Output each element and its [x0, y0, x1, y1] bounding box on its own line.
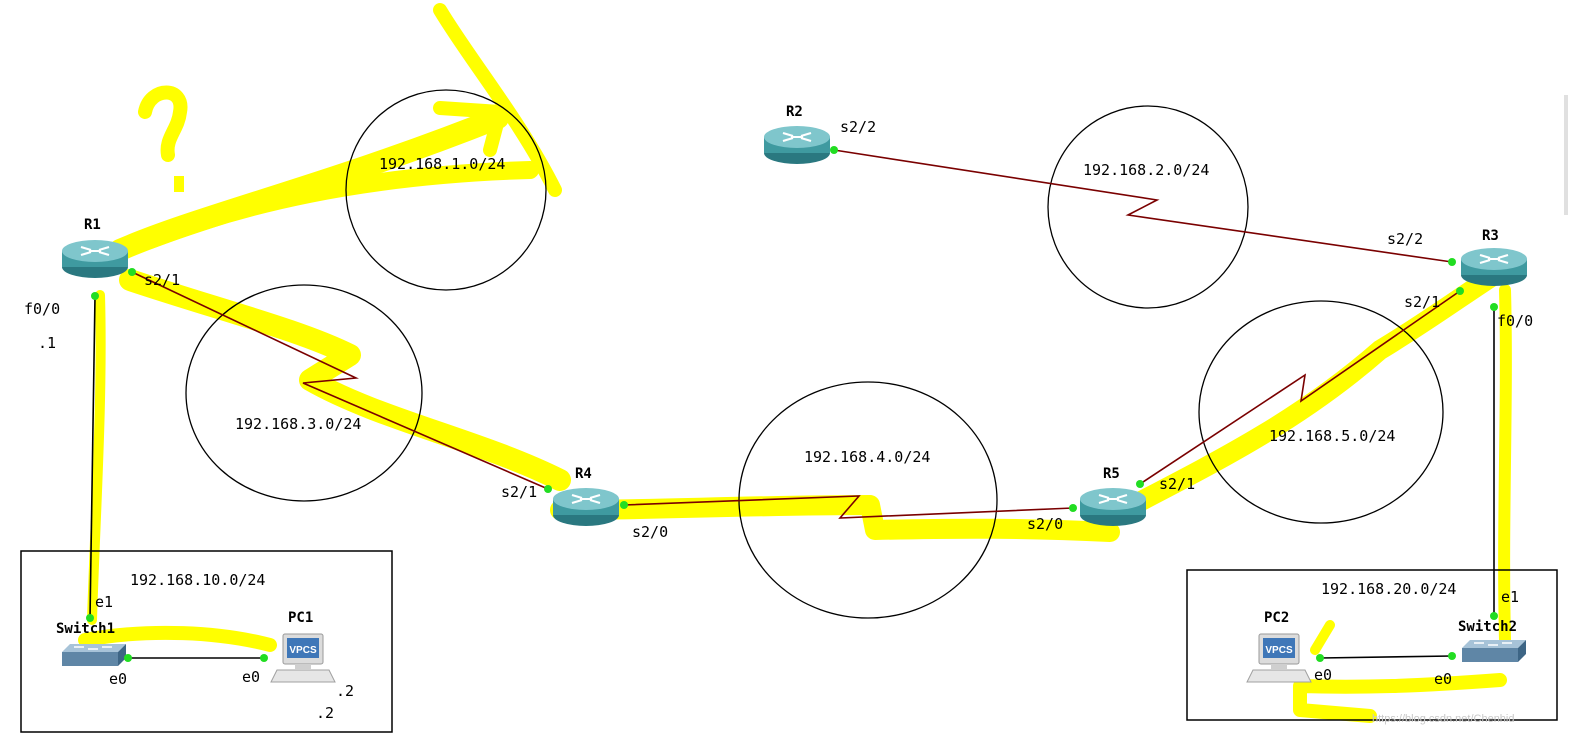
port-dot-r4-s2-0 [620, 501, 628, 509]
device-label-r2: R2 [786, 104, 803, 120]
iface-label-r2-s2-2: s2/2 [840, 118, 876, 136]
port-dot-r3-s2-2 [1448, 258, 1456, 266]
highlight-arrowhead [433, 101, 507, 157]
watermark-text: https://blog.csdn.net/Chenhid [1372, 713, 1514, 725]
router-r4[interactable] [551, 486, 621, 528]
lan-box-192-168-10 [20, 550, 393, 733]
iface-label-pc1-addr-a: .2 [336, 682, 354, 700]
net-circle-192-168-3 [185, 284, 423, 502]
vpcs-badge-pc2: VPCS [1265, 645, 1293, 656]
network-label-192-168-5: 192.168.5.0/24 [1269, 427, 1395, 445]
iface-label-sw2-e0: e0 [1434, 670, 1452, 688]
port-dot-r2-s2-2 [830, 146, 838, 154]
question-mark-annotation [138, 85, 188, 192]
link-r1-switch1[interactable] [89, 295, 96, 619]
highlight-layer [78, 3, 1520, 723]
link-r2-r3-serial[interactable] [833, 149, 1453, 263]
link-r1-r4-serial[interactable] [131, 271, 549, 490]
iface-label-pc2-e0: e0 [1314, 666, 1332, 684]
highlight-sw2-pc2 [1293, 673, 1507, 723]
port-dot-pc1-e0 [260, 654, 268, 662]
pc-pc2[interactable]: VPCS [1246, 633, 1312, 683]
network-label-192-168-3: 192.168.3.0/24 [235, 415, 361, 433]
iface-label-sw2-e1: e1 [1501, 588, 1519, 606]
pc-pc1[interactable]: VPCS [270, 633, 336, 683]
links [89, 149, 1495, 659]
highlight-pc2-tick [1310, 620, 1335, 655]
net-circle-192-168-5 [1198, 300, 1444, 524]
iface-label-pc1-e0: e0 [242, 668, 260, 686]
vpcs-badge-pc1: VPCS [289, 645, 317, 656]
device-label-r3: R3 [1482, 228, 1499, 244]
device-label-pc1: PC1 [288, 610, 313, 626]
port-dot-r5-s2-0 [1069, 504, 1077, 512]
network-label-192-168-20: 192.168.20.0/24 [1321, 580, 1456, 598]
network-circles [185, 89, 1444, 619]
lan-box-192-168-20 [1186, 569, 1558, 721]
highlight-stroke-r1-up-2 [141, 161, 539, 249]
port-dot-r1-s2-1 [128, 268, 136, 276]
scrollbar-track[interactable] [1564, 95, 1568, 215]
net-circle-192-168-2 [1047, 105, 1249, 309]
highlight-r5-r3 [1110, 255, 1520, 522]
router-r3[interactable] [1459, 246, 1529, 288]
device-label-r5: R5 [1103, 466, 1120, 482]
highlight-r1-sw1 [87, 290, 106, 625]
link-r4-r5-serial[interactable] [623, 495, 1074, 519]
iface-label-r1-addr: .1 [38, 334, 56, 352]
highlight-r3-sw2 [1498, 284, 1512, 646]
port-dot-sw1-e0 [124, 654, 132, 662]
network-label-192-168-2: 192.168.2.0/24 [1083, 161, 1209, 179]
switch-switch1[interactable] [61, 643, 127, 667]
port-dot-r1-f0-0 [91, 292, 99, 300]
port-dot-r3-s2-1 [1456, 287, 1464, 295]
port-dot-r5-s2-1 [1136, 480, 1144, 488]
port-dot-r4-s2-1 [544, 485, 552, 493]
highlight-r1-r4 [119, 269, 571, 491]
switch-switch2[interactable] [1461, 639, 1527, 663]
iface-label-r5-s2-0: s2/0 [1027, 515, 1063, 533]
device-label-switch1: Switch1 [56, 621, 115, 637]
device-label-pc2: PC2 [1264, 610, 1289, 626]
link-r5-r3-serial[interactable] [1139, 290, 1461, 485]
port-dot-pc2-e0 [1316, 654, 1324, 662]
device-label-switch2: Switch2 [1458, 619, 1517, 635]
iface-label-sw1-e1: e1 [95, 593, 113, 611]
iface-label-r3-s2-1: s2/1 [1404, 293, 1440, 311]
iface-label-r1-s2-1: s2/1 [144, 271, 180, 289]
port-dot-sw1-e1 [86, 614, 94, 622]
iface-label-sw1-e0: e0 [109, 670, 127, 688]
iface-label-r1-f0-0: f0/0 [24, 300, 60, 318]
device-label-r1: R1 [84, 217, 101, 233]
highlight-sw1-pc1 [78, 625, 277, 652]
port-dots [86, 146, 1498, 662]
router-r1[interactable] [60, 238, 130, 280]
link-pc2-switch2[interactable] [1319, 655, 1453, 659]
iface-label-r4-s2-1: s2/1 [501, 483, 537, 501]
network-label-192-168-1: 192.168.1.0/24 [379, 155, 505, 173]
highlight-r4-r5 [550, 495, 1120, 542]
network-label-192-168-10: 192.168.10.0/24 [130, 571, 265, 589]
iface-label-pc1-addr-b: .2 [316, 704, 334, 722]
router-r5[interactable] [1078, 486, 1148, 528]
port-dot-sw2-e0 [1448, 652, 1456, 660]
router-r2[interactable] [762, 124, 832, 166]
network-label-192-168-4: 192.168.4.0/24 [804, 448, 930, 466]
port-dot-sw2-e1 [1490, 612, 1498, 620]
port-dot-r3-f0-0 [1490, 303, 1498, 311]
iface-label-r3-s2-2: s2/2 [1387, 230, 1423, 248]
highlight-stroke-top [433, 3, 562, 197]
iface-label-r5-s2-1: s2/1 [1159, 475, 1195, 493]
device-label-r4: R4 [575, 466, 592, 482]
iface-label-r4-s2-0: s2/0 [632, 523, 668, 541]
net-circle-192-168-1 [345, 89, 547, 291]
iface-label-r3-f0-0: f0/0 [1497, 312, 1533, 330]
